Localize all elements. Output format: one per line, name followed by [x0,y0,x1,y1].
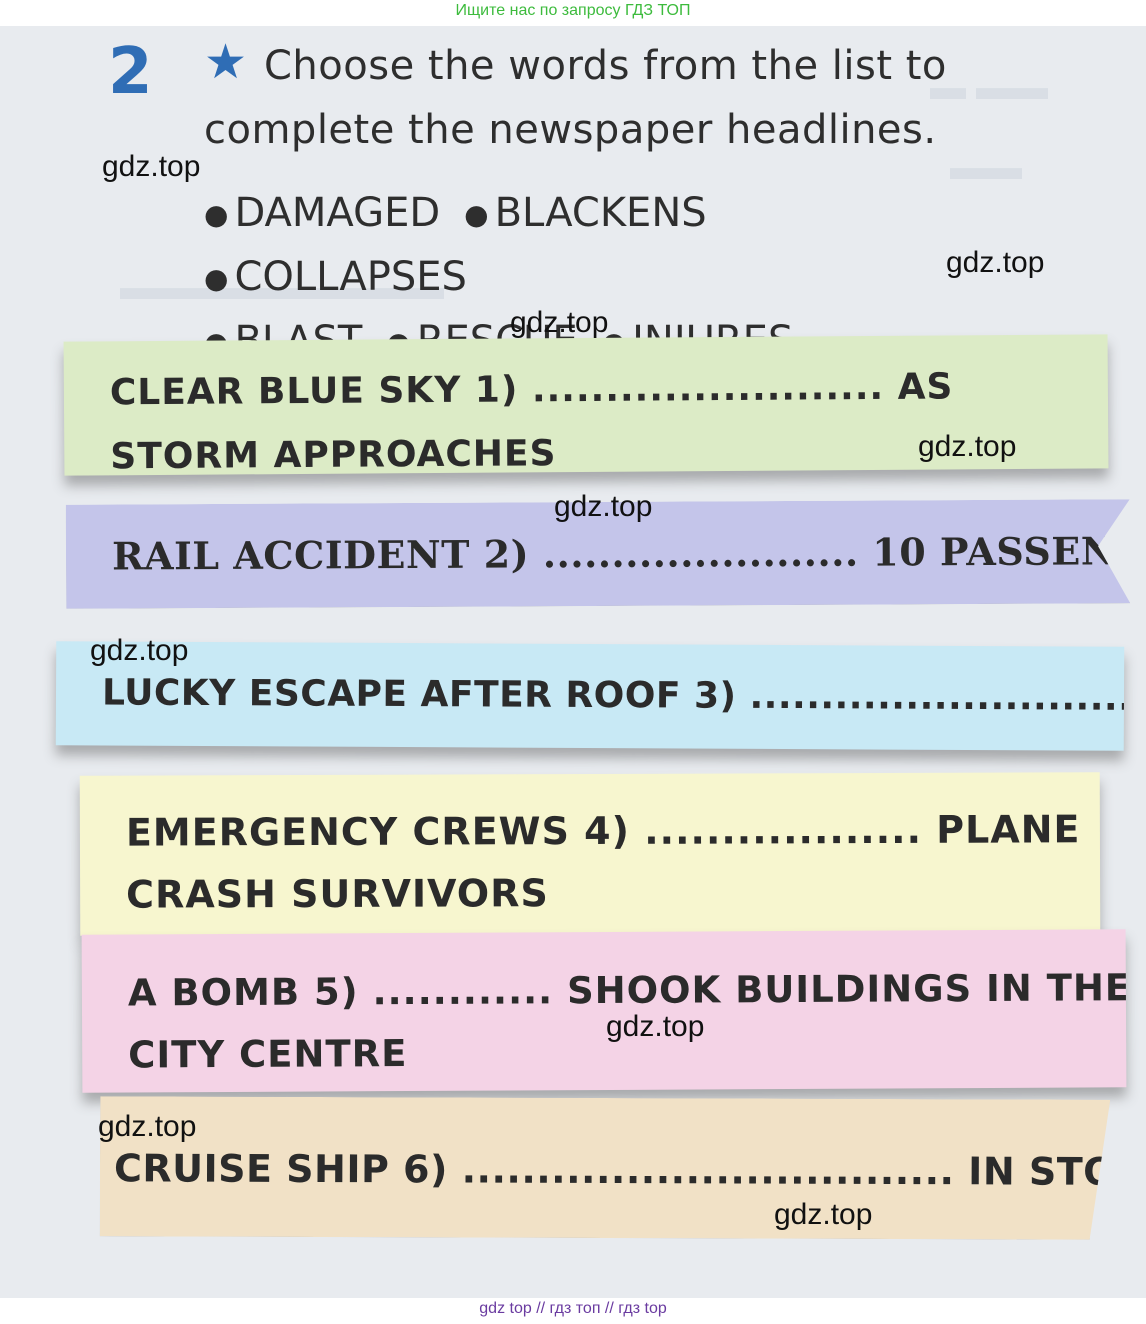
word-list-item: ●COLLAPSES [204,246,467,310]
show-through-decoration: ▬▬ [950,146,1022,187]
headline-text: CLEAR BLUE SKY 1) ......................… [110,355,954,475]
watermark: gdz.top [918,430,1017,463]
watermark: gdz.top [102,150,201,183]
headline-line: CRASH SURVIVORS [126,871,549,917]
headline-line: STORM APPROACHES [110,433,557,476]
show-through-decoration: ▬▬▬▬▬▬▬▬▬ [120,266,444,307]
headline-text: CRUISE SHIP 6) .........................… [114,1142,1110,1198]
headline-line: CRUISE SHIP 6) .........................… [113,1146,1111,1195]
word-text: DAMAGED [234,190,441,236]
bullet-icon: ● [464,198,489,231]
star-icon: ★ [204,34,248,90]
bullet-icon: ● [204,198,229,231]
watermark: gdz.top [90,634,189,667]
watermark: gdz.top [510,306,609,339]
exercise-number: 2 [108,35,153,109]
headline-line: LUCKY ESCAPE AFTER ROOF 3) .............… [101,672,1125,720]
bullet-icon: ● [204,262,229,295]
show-through-decoration: ▬ ▬▬ [930,66,1049,107]
headline-text: RAIL ACCIDENT 2) .......................… [112,525,1130,583]
word-text: BLACKENS [494,190,707,236]
top-banner: Ищите нас по запросу ГДЗ ТОП [0,0,1146,26]
headline-strip-3: LUCKY ESCAPE AFTER ROOF 3) .............… [55,641,1125,751]
word-text: COLLAPSES [234,254,467,300]
headline-strip-4: EMERGENCY CREWS 4) .................. PL… [79,772,1101,936]
exercise-instruction: Choose the words from the list to comple… [204,43,947,153]
headline-strip-6: CRUISE SHIP 6) .........................… [100,1096,1110,1240]
watermark: gdz.top [946,246,1045,279]
word-list-item: ●BLACKENS [464,182,707,246]
headline-line: CLEAR BLUE SKY 1) ......................… [109,366,954,414]
word-list-item: ●DAMAGED [204,182,440,246]
watermark: gdz.top [606,1010,705,1043]
bottom-banner: gdz top // гдз топ // гдз top [0,1298,1146,1324]
textbook-page: ▬ ▬▬ ▬▬ ▬▬▬▬▬▬▬▬▬ ▬▬▬▬▬▬▬▬▬▬▬ ▬▬▬▬▬▬▬▬▬▬… [0,26,1146,1298]
watermark: gdz.top [98,1110,197,1143]
watermark: gdz.top [774,1198,873,1231]
watermark: gdz.top [554,490,653,523]
headline-line: RAIL ACCIDENT 2) .......................… [111,527,1131,579]
headline-text: EMERGENCY CREWS 4) .................. PL… [126,798,1081,925]
headline-line: EMERGENCY CREWS 4) .................. PL… [125,807,1081,855]
headline-strip-5: A BOMB 5) ............ SHOOK BUILDINGS I… [81,929,1127,1093]
headline-text: LUCKY ESCAPE AFTER ROOF 3) .............… [102,667,1124,725]
